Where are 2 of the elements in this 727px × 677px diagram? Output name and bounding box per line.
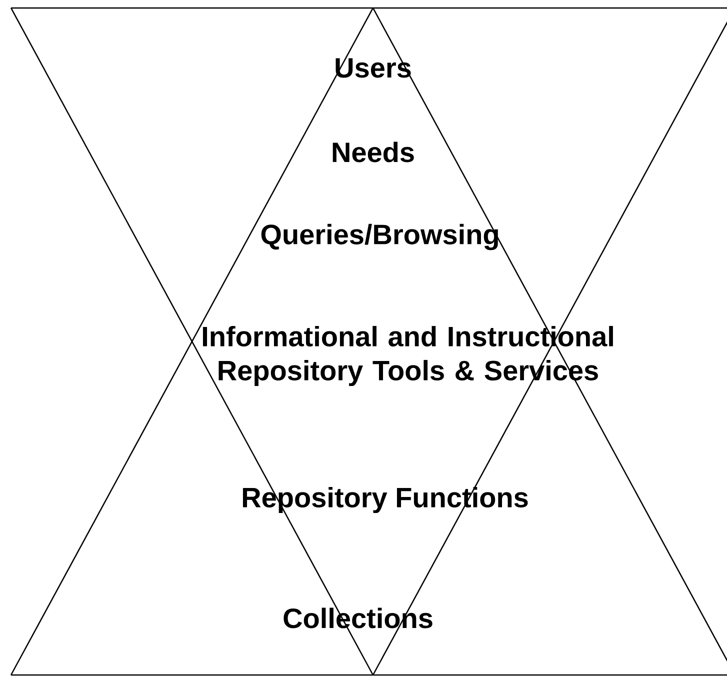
layer-label: Queries/Browsing <box>261 224 498 250</box>
layer-label: Needs <box>332 142 414 162</box>
